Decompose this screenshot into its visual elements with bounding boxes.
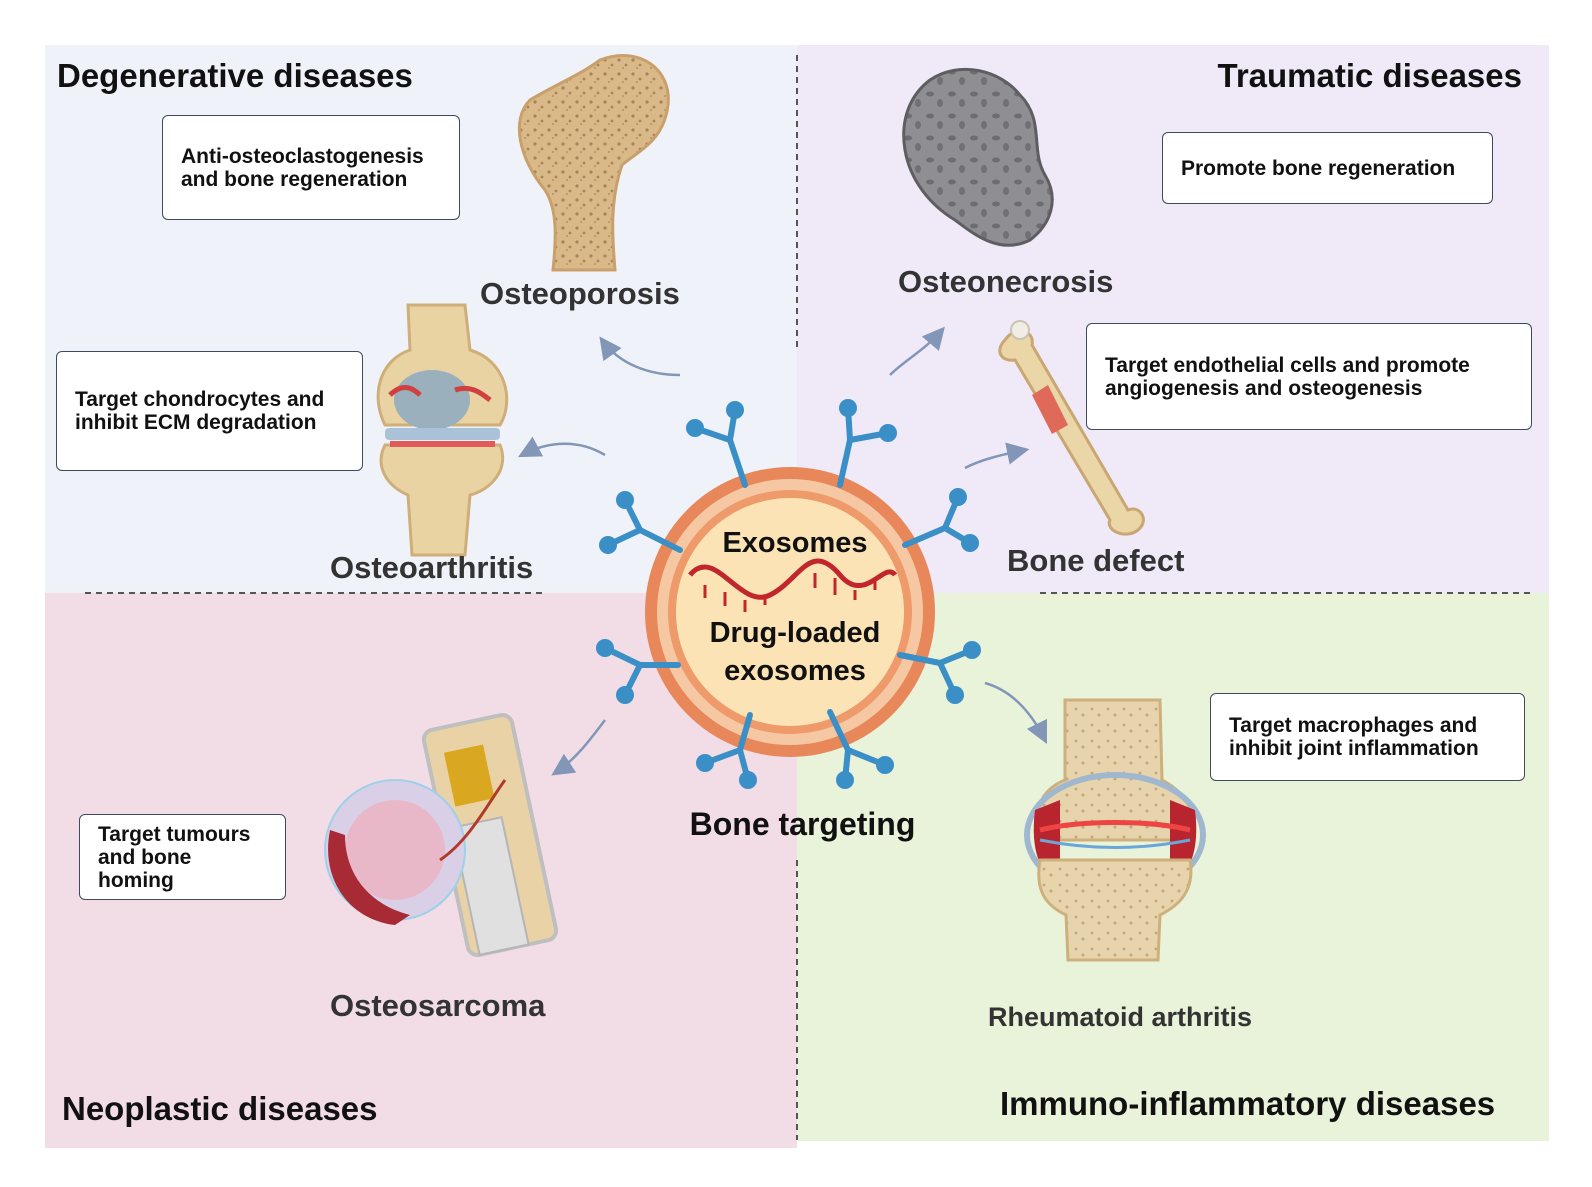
box-line: inhibit joint inflammation [1229,737,1479,760]
box-line: and bone homing [98,845,192,892]
box-line: inhibit ECM degradation [75,411,317,434]
degenerative-title: Degenerative diseases [57,57,413,94]
osteoarthritis-label: Osteoarthritis [330,550,534,585]
box-line: Target tumours [98,822,251,846]
bone-defect-label: Bone defect [1007,543,1185,578]
rheumatoid-arthritis-label: Rheumatoid arthritis [988,1002,1253,1032]
osteosarcoma-label: Osteosarcoma [330,988,546,1023]
osteonecrosis-illustration [902,67,1054,247]
osteonecrosis-effect-box: Promote bone regeneration [1162,132,1493,204]
rheumatoid-arthritis-illustration [1024,698,1206,962]
osteoporosis-label: Osteoporosis [480,276,680,311]
neoplastic-title: Neoplastic diseases [62,1090,378,1127]
bone-targeting-caption: Bone targeting [689,806,916,842]
osteonecrosis-label: Osteonecrosis [898,264,1114,299]
exosome-illustration [645,467,935,757]
pointer-arrows [518,326,1048,776]
bone-defect-illustration [998,320,1145,536]
box-line: Target endothelial cells and promote [1105,353,1470,377]
quadrant-dividers [85,55,1535,1140]
box-line: angiogenesis and osteogenesis [1105,376,1423,400]
osteoporosis-femur-illustration [517,54,670,272]
drug-loaded-label: Drug-loaded [709,617,881,649]
exosomes-label-2: exosomes [724,655,866,687]
traumatic-title: Traumatic diseases [1217,57,1522,94]
box-line: Target chondrocytes and [75,388,325,411]
box-line: Promote bone regeneration [1181,156,1456,180]
box-line: Target macrophages and [1229,714,1478,737]
osteosarcoma-illustration [324,713,559,957]
box-line: Anti-osteoclastogenesis [181,144,424,168]
immuno-inflammatory-title: Immuno-inflammatory diseases [1000,1085,1496,1122]
antibody-ligands [596,399,981,789]
box-line: and bone regeneration [181,167,408,191]
osteoarthritis-knee-illustration [376,303,509,557]
exosomes-label: Exosomes [722,527,868,559]
